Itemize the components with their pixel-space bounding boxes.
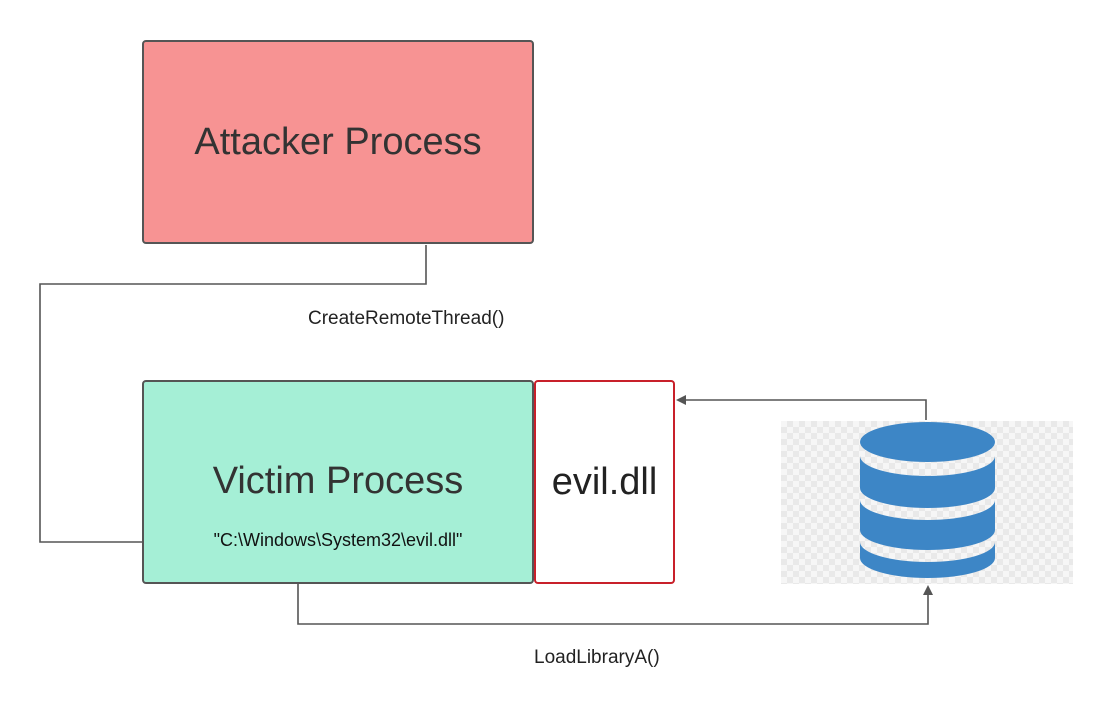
- load-library-connector: [297, 568, 933, 625]
- attacker-process-node: Attacker Process: [142, 40, 534, 244]
- database-to-dll-connector: [676, 395, 927, 420]
- evil-dll-label: evil.dll: [551, 460, 658, 503]
- attacker-process-label: Attacker Process: [194, 120, 482, 163]
- victim-process-label: Victim Process: [212, 460, 464, 502]
- create-remote-thread-connector: [39, 245, 427, 547]
- create-remote-thread-label: CreateRemoteThread(): [308, 308, 505, 329]
- load-library-label: LoadLibraryA(): [534, 647, 660, 668]
- victim-process-node: Victim Process "C:\Windows\System32\evil…: [142, 380, 534, 584]
- database-icon: [860, 422, 995, 578]
- evil-dll-node: evil.dll: [534, 380, 675, 584]
- dll-path-label: "C:\Windows\System32\evil.dll": [213, 530, 463, 550]
